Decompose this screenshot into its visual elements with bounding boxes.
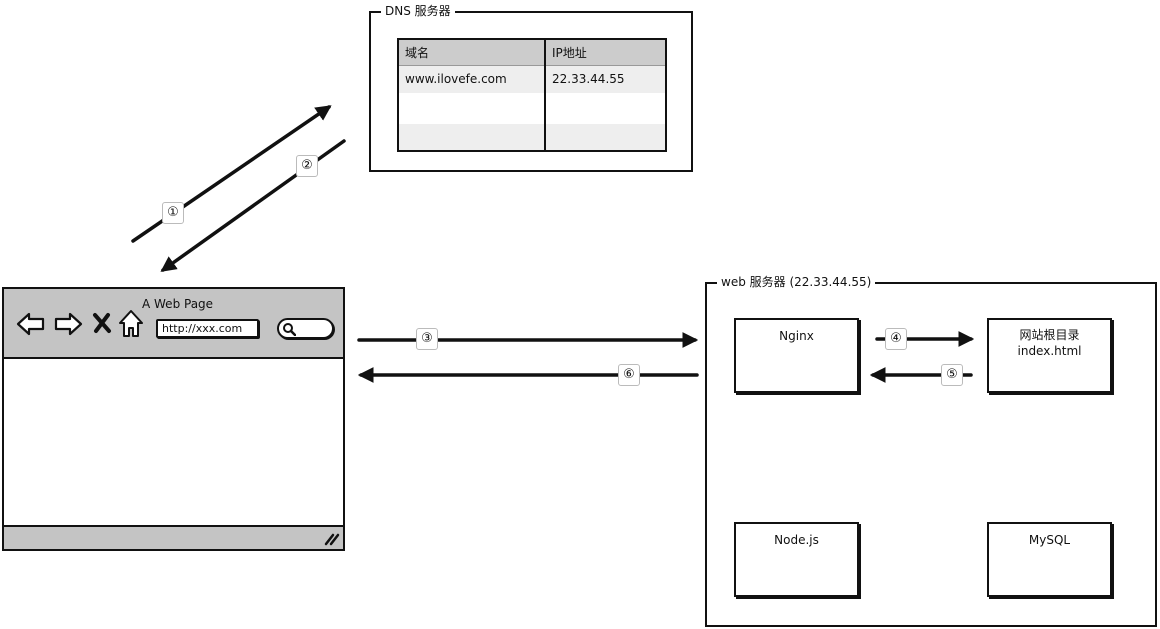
dns-table-header-domain: 域名 (405, 46, 430, 60)
dns-table-row-1-bg (399, 66, 665, 93)
url-field-text: http://xxx.com (162, 322, 243, 335)
dns-table-column-divider (544, 40, 546, 150)
browser-page-title: A Web Page (142, 297, 214, 311)
nodejs-node: Node.js (734, 522, 859, 597)
step-badge-1: ① (162, 202, 184, 224)
close-icon[interactable] (92, 312, 112, 334)
dns-server-title: DNS 服务器 (381, 3, 455, 19)
dns-table-row-3-bg (399, 124, 665, 150)
web-root-file-label: index.html (1017, 344, 1082, 358)
step-badge-3: ③ (416, 328, 438, 350)
step-badge-6: ⑥ (618, 364, 640, 386)
forward-arrow-icon[interactable] (53, 311, 83, 337)
nodejs-label: Node.js (774, 533, 819, 547)
dns-table-header (399, 40, 665, 66)
web-server-title: web 服务器 (22.33.44.55) (717, 274, 876, 290)
web-root-label: 网站根目录 (1019, 328, 1080, 342)
dns-table-cell-domain: www.ilovefe.com (405, 72, 507, 86)
dns-table-cell-ip: 22.33.44.55 (552, 72, 625, 86)
step-badge-4: ④ (885, 328, 907, 350)
step-badge-5: ⑤ (941, 364, 963, 386)
url-field[interactable]: http://xxx.com (156, 319, 259, 338)
dns-server-group: DNS 服务器 域名 IP地址 www.ilovefe.com 22.33.44… (369, 3, 693, 172)
browser-window: A Web Page http://xxx.com (2, 287, 345, 551)
mysql-label: MySQL (1028, 533, 1071, 547)
resize-grip-icon[interactable] (324, 532, 340, 546)
dns-table: 域名 IP地址 www.ilovefe.com 22.33.44.55 (397, 38, 667, 152)
dns-table-header-ip: IP地址 (552, 46, 587, 60)
search-box[interactable] (277, 318, 334, 339)
search-icon (283, 323, 296, 336)
step-badge-2: ② (296, 155, 318, 177)
nginx-node: Nginx (734, 318, 859, 393)
browser-status-bar (4, 525, 343, 549)
back-arrow-icon[interactable] (16, 311, 46, 337)
home-icon[interactable] (118, 309, 144, 339)
browser-content-area (4, 361, 343, 525)
web-root-node: 网站根目录 index.html (987, 318, 1112, 393)
nginx-label: Nginx (779, 329, 814, 343)
mysql-node: MySQL (987, 522, 1112, 597)
